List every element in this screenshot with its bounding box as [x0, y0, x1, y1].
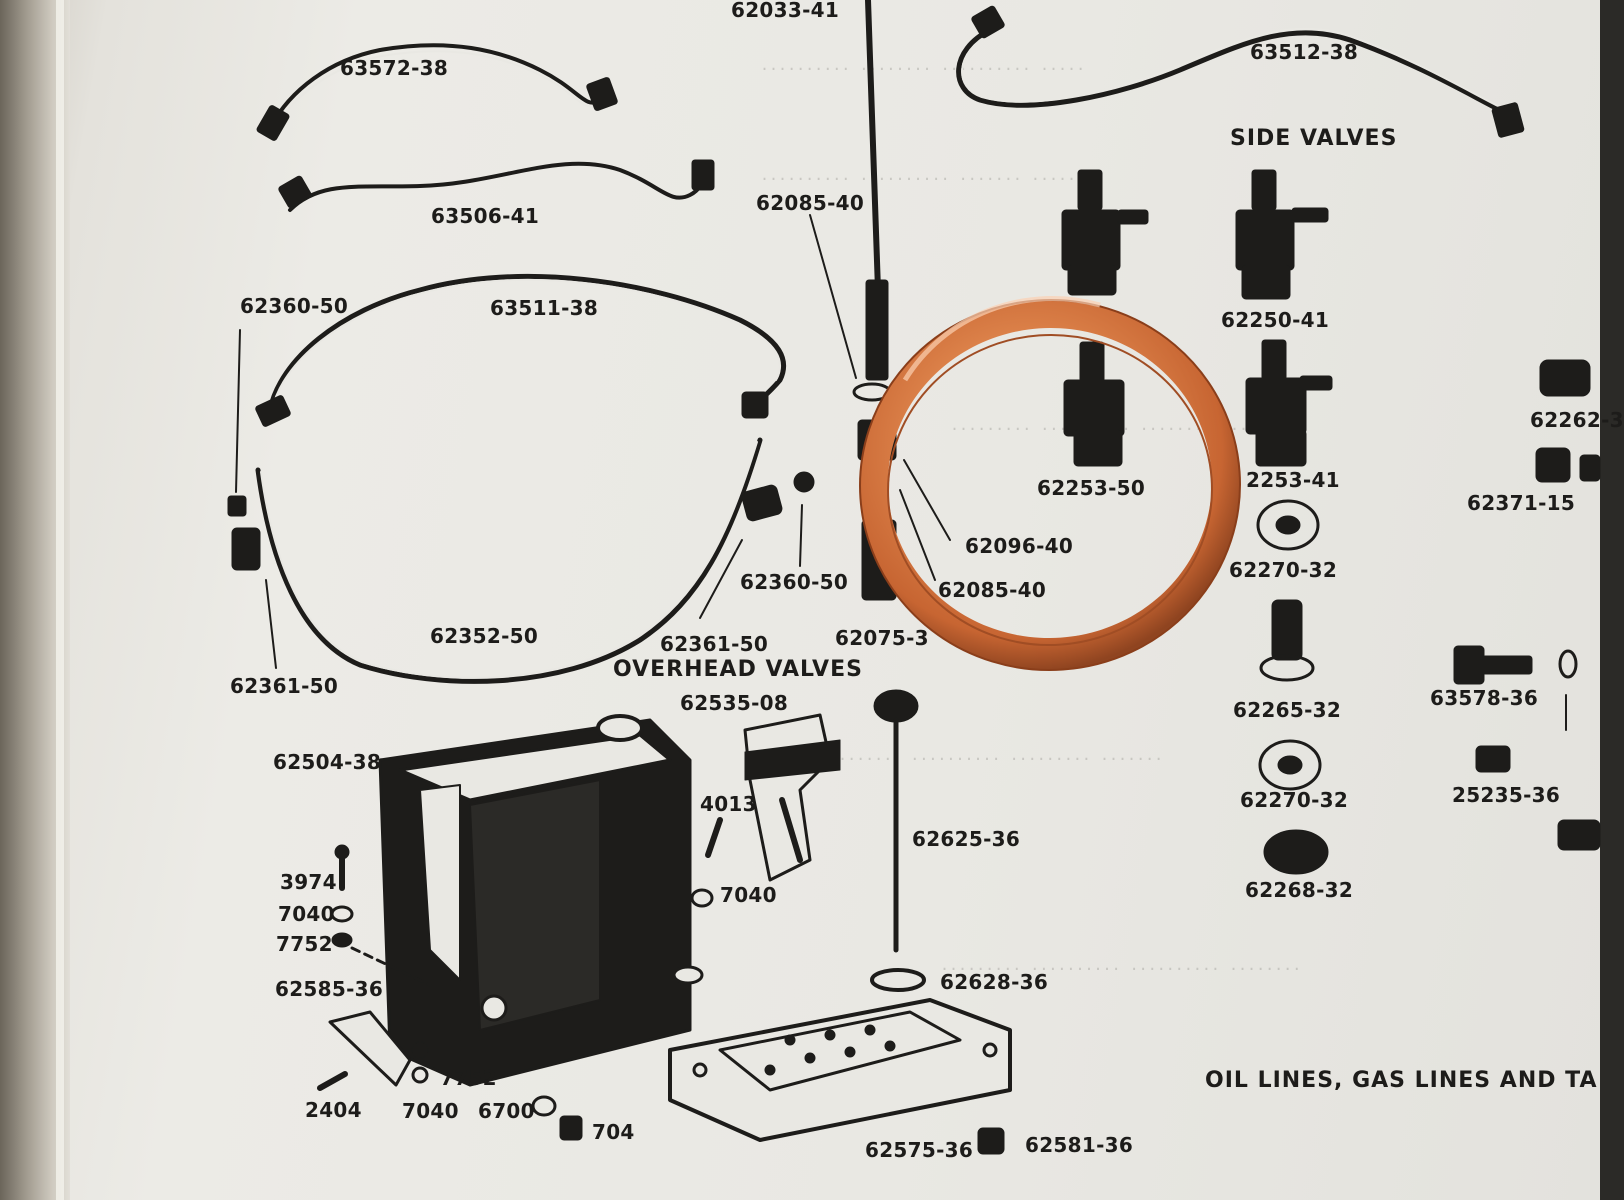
label-63506-41: 63506-41	[431, 204, 540, 228]
label-63572-38: 63572-38	[340, 56, 449, 80]
heading-overhead-valves: OVERHEAD VALVES	[613, 657, 863, 682]
label-7040-b: 7040	[720, 883, 777, 907]
side-valve-62250-41-b	[1235, 169, 1329, 300]
gasket-62535-08	[743, 713, 841, 882]
side-valve-62253-50	[1063, 341, 1125, 467]
pan-62575-36	[668, 998, 1012, 1142]
label-62033-41: 62033-41	[731, 0, 840, 22]
label-62581-36: 62581-36	[1025, 1133, 1134, 1157]
oil-tank-62504-38	[378, 714, 704, 1087]
bleed-text: ········· ·········· ·········· ········	[940, 960, 1302, 978]
label-63511-38: 63511-38	[490, 296, 599, 320]
label-62250-41: 62250-41	[1221, 308, 1330, 332]
side-valve-62253-41	[1245, 339, 1333, 467]
label-62371-15: 62371-15	[1467, 491, 1576, 515]
label-6700: 6700	[478, 1099, 535, 1123]
label-62352-50: 62352-50	[430, 624, 539, 648]
label-62262-3: 62262-3	[1530, 408, 1624, 432]
section-title-oil-lines: OIL LINES, GAS LINES AND TA	[1205, 1068, 1598, 1093]
oil-line-63506-41	[278, 159, 715, 212]
label-62268-32: 62268-32	[1245, 878, 1354, 902]
bleed-text: ·········· ········ ·········· ·····	[760, 60, 1086, 78]
plunger-62265-32	[1271, 599, 1303, 661]
bolt-63578-36	[1453, 645, 1533, 685]
oil-line-63511-38	[255, 273, 787, 427]
label-62253-50: 62253-50	[1037, 476, 1146, 500]
label-7040-c: 7040	[402, 1099, 459, 1123]
oil-line-62352-50	[255, 437, 763, 684]
label-62360-50-mid: 62360-50	[740, 570, 849, 594]
label-62253-41: 2253-41	[1246, 468, 1340, 492]
heading-side-valves: SIDE VALVES	[1230, 126, 1398, 151]
label-25235-36: 25235-36	[1452, 783, 1561, 807]
label-63512-38: 63512-38	[1250, 40, 1359, 64]
label-7752-b: 7752	[440, 1066, 497, 1090]
label-704: 704	[592, 1120, 635, 1144]
label-62270-32-a: 62270-32	[1229, 558, 1338, 582]
oil-line-63512-38	[956, 5, 1525, 138]
label-62585-36: 62585-36	[275, 977, 384, 1001]
label-63578-36: 63578-36	[1430, 686, 1539, 710]
label-62085-40-top: 62085-40	[756, 191, 865, 215]
label-62535-08: 62535-08	[680, 691, 789, 715]
cap-62268-32	[1263, 829, 1329, 875]
oil-line-63572-38	[256, 43, 618, 141]
label-7040-a: 7040	[278, 902, 335, 926]
bleed-text: ········· ·········· ········· ·······	[820, 750, 1164, 768]
page-edge	[56, 0, 64, 1200]
bleed-text: ·········· ·········· ······· ········	[760, 170, 1104, 188]
fitting-62361-50	[231, 527, 261, 571]
label-62504-38: 62504-38	[273, 750, 382, 774]
label-62575-36: 62575-36	[865, 1138, 974, 1162]
label-7752-a: 7752	[276, 932, 333, 956]
label-62270-32-b: 62270-32	[1240, 788, 1349, 812]
fitting-62360-50	[227, 495, 247, 517]
side-valve-62250-41-a	[1061, 169, 1149, 296]
label-62361-50-mid: 62361-50	[660, 632, 769, 656]
label-3974: 3974	[280, 870, 337, 894]
label-62360-50-left: 62360-50	[240, 294, 349, 318]
copper-crush-washer	[859, 296, 1241, 672]
label-62628-36: 62628-36	[940, 970, 1049, 994]
label-2404: 2404	[305, 1098, 362, 1122]
label-62096-40: 62096-40	[965, 534, 1074, 558]
label-62075-3: 62075-3	[835, 626, 929, 650]
label-4013: 4013	[700, 792, 757, 816]
label-62625-36: 62625-36	[912, 827, 1021, 851]
label-62085-40-bottom: 62085-40	[938, 578, 1047, 602]
label-62361-50-left: 62361-50	[230, 674, 339, 698]
label-62265-32: 62265-32	[1233, 698, 1342, 722]
